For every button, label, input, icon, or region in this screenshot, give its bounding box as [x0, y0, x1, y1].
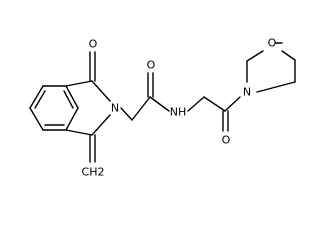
bond-benzene-inner-1	[34, 90, 46, 109]
bond-morph-6	[256, 81, 296, 93]
molecule-diagram: O N O NH O N O CH2	[29, 37, 296, 179]
bond-morph-4	[281, 50, 296, 61]
bond-benzene-inner-2	[63, 90, 74, 109]
bond-benzene-4	[65, 107, 79, 131]
bond-n-ch2	[120, 107, 133, 121]
atom-o-carbonyl-top: O	[89, 38, 98, 51]
atom-n-morpholine: N	[243, 86, 251, 99]
bond-benzene-6	[29, 107, 44, 131]
bond-ch2-c2	[203, 96, 226, 112]
atom-o-morpholine: O	[268, 37, 277, 50]
bond-morph-2	[246, 50, 264, 62]
bond-ring5-bottom	[65, 129, 93, 136]
bond-benzene-1	[29, 85, 44, 109]
atom-o-amide2: O	[222, 134, 231, 147]
atom-o-amide1: O	[147, 59, 156, 72]
atom-nh-amide: NH	[170, 106, 187, 119]
bond-nh-ch2	[187, 96, 205, 112]
bond-c2-n	[224, 96, 241, 112]
bond-benzene-3	[65, 85, 79, 109]
atom-ch2-methylene: CH2	[82, 166, 105, 179]
atom-n-ring: N	[111, 102, 119, 115]
bond-ring5-top	[65, 80, 93, 87]
bond-c-nh	[149, 96, 170, 112]
bond-ch2-c	[131, 96, 151, 121]
bond-ring5-n-c3	[91, 114, 111, 136]
bond-ring5-c1-n	[91, 80, 111, 102]
